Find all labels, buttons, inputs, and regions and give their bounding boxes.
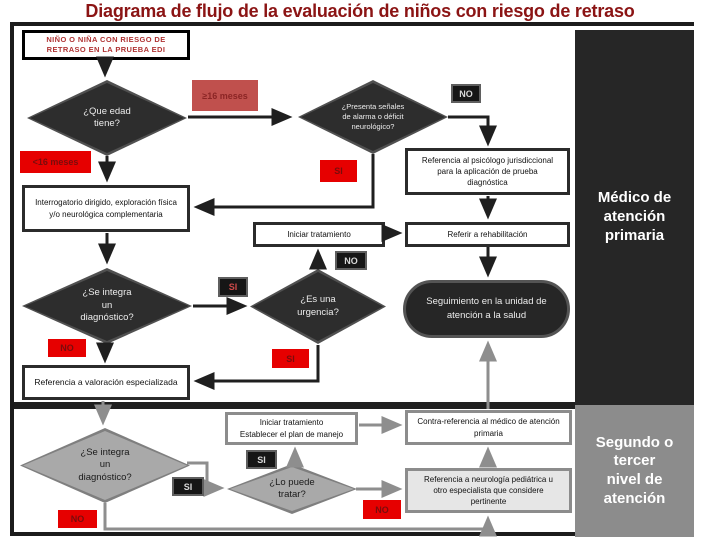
diamond-label: ¿Lo puede tratar? — [269, 476, 315, 500]
sidebar-primary-care: Médico de atención primaria — [575, 30, 694, 405]
label-no-diagnosis2: NO — [58, 510, 97, 528]
followup-node: Seguimiento en la unidad de atención a l… — [403, 280, 570, 338]
interrogation-box: Interrogatorio dirigido, exploración fís… — [22, 185, 190, 232]
label-si-alarm: SI — [320, 160, 357, 182]
urgency-question-diamond: ¿Es una urgencia? — [250, 269, 386, 344]
alarm-question-diamond: ¿Presenta señales de alarma o déficit ne… — [298, 80, 448, 154]
rehab-referral-box: Referir a rehabilitación — [405, 222, 570, 247]
treatment-plan-box: Iniciar tratamiento Establecer el plan d… — [225, 412, 358, 445]
psychologist-referral-box: Referencia al psicólogo jurisdiccional p… — [405, 148, 570, 195]
page-title: Diagrama de flujo de la evaluación de ni… — [85, 1, 635, 21]
diamond-label: ¿Es una urgencia? — [297, 294, 339, 318]
diamond-label: ¿Presenta señales de alarma o déficit ne… — [341, 102, 405, 131]
label-no-alarm: NO — [451, 84, 481, 103]
counter-referral-box: Contra-referencia al médico de atención … — [405, 410, 572, 445]
label-si-urgency: SI — [272, 349, 309, 368]
frame-bottom-border — [10, 532, 575, 536]
diamond-label: ¿Que edad tiene? — [83, 105, 131, 129]
section-divider — [14, 402, 575, 409]
label-si-diagnosis2: SI — [172, 477, 204, 496]
label-lt16-meses: <16 meses — [20, 151, 91, 173]
treat-question-diamond: ¿Lo puede tratar? — [227, 464, 357, 514]
start-treatment-box: Iniciar tratamiento — [253, 222, 385, 247]
label-no-treat: NO — [363, 500, 401, 519]
specialized-referral-box: Referencia a valoración especializada — [22, 365, 190, 400]
diagnosis-question-1-diamond: ¿Se integra un diagnóstico? — [22, 268, 192, 344]
frame-left-border — [10, 22, 14, 536]
diamond-label: ¿Se integra un diagnóstico? — [80, 287, 134, 324]
label-no-urgency: NO — [335, 251, 367, 270]
age-question-diamond: ¿Que edad tiene? — [27, 80, 187, 156]
neurology-referral-box: Referencia a neurología pediátrica u otr… — [405, 468, 572, 513]
label-ge16-meses: ≥16 meses — [192, 80, 258, 111]
label-no-diagnosis1: NO — [48, 339, 86, 357]
diagnosis-question-2-diamond: ¿Se integra un diagnóstico? — [20, 428, 190, 503]
label-si-diagnosis1: SI — [218, 277, 248, 297]
label-si-treat: SI — [246, 450, 277, 469]
start-node: NIÑO O NIÑA CON RIESGO DE RETRASO EN LA … — [22, 30, 190, 60]
frame-top-border — [10, 22, 694, 26]
diamond-label: ¿Se integra un diagnóstico? — [78, 446, 132, 483]
sidebar-secondary-care: Segundo o tercer nivel de atención — [575, 405, 694, 537]
